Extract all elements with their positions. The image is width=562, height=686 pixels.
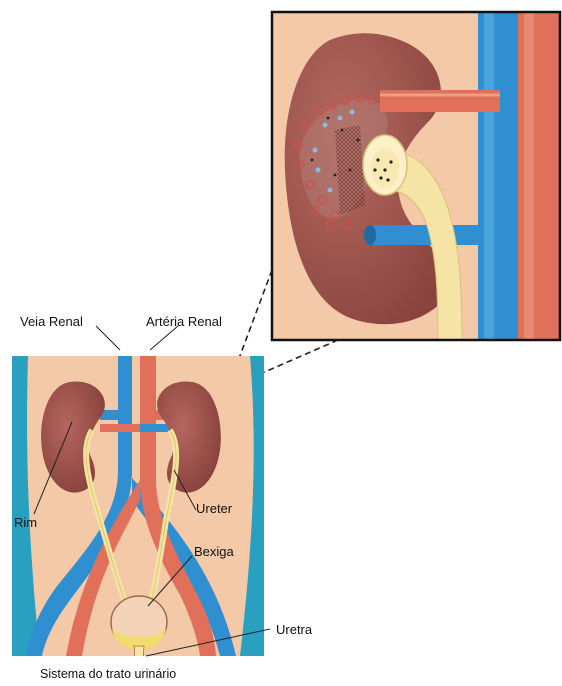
label-arteria-renal: Artéria Renal (146, 314, 222, 329)
diagram-caption: Sistema do trato urinário (40, 667, 176, 681)
kidney-zoom-panel (272, 12, 560, 340)
label-rim: Rim (14, 515, 37, 530)
label-bexiga: Bexiga (194, 544, 235, 559)
label-uretra: Uretra (276, 622, 313, 637)
label-veia-renal: Veia Renal (20, 314, 83, 329)
label-ureter: Ureter (196, 501, 233, 516)
